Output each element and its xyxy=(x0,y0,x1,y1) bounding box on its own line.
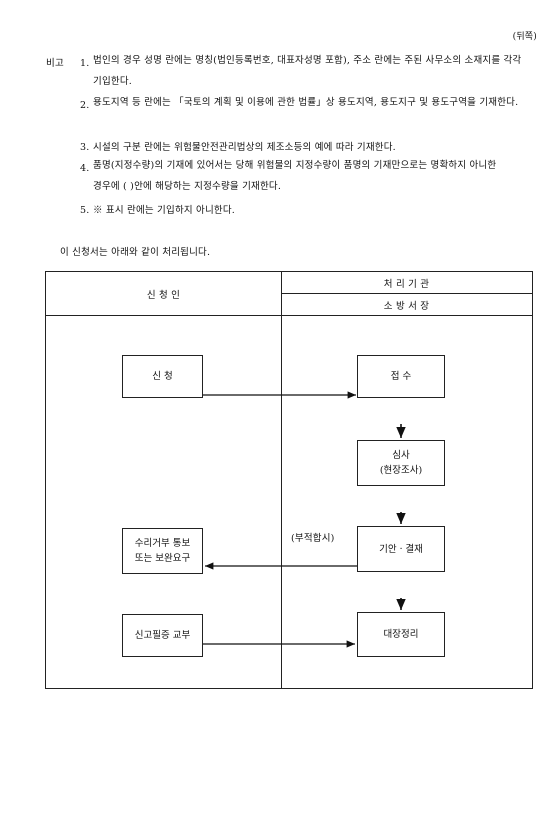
note-number: 1. xyxy=(80,58,90,69)
draft-approval-box: 기안ㆍ결재 xyxy=(357,526,445,572)
column-divider xyxy=(281,272,282,688)
receipt-box: 접 수 xyxy=(357,355,445,398)
agency-header-divider xyxy=(281,293,532,294)
intro-sentence: 이 신청서는 아래와 같이 처리됩니다. xyxy=(60,247,211,258)
applicant-column-header: 신 청 인 xyxy=(146,290,181,301)
note-number: 2. xyxy=(80,100,90,111)
page-side-label: (뒤쪽) xyxy=(512,32,537,42)
header-divider xyxy=(46,315,532,316)
review-label: 심사 xyxy=(392,450,410,461)
draft-approval-label: 기안ㆍ결재 xyxy=(379,543,423,555)
note-text: 시설의 구분 란에는 위험물안전관리법상의 제조소등의 예에 따라 기재한다. xyxy=(93,142,396,153)
certificate-issue-box: 신고필증 교부 xyxy=(122,614,203,657)
reject-notice-box: 수리거부 통보 또는 보완요구 xyxy=(122,528,203,574)
note-text: ※ 표시 란에는 기입하지 아니한다. xyxy=(93,205,236,216)
review-sublabel: (현장조사) xyxy=(379,465,423,476)
nonconforming-condition-label: (부적합시) xyxy=(291,533,335,544)
receipt-label: 접 수 xyxy=(390,371,412,382)
agency-subheader: 소 방 서 장 xyxy=(383,301,430,312)
ledger-label: 대장정리 xyxy=(383,629,419,640)
note-number: 4. xyxy=(80,163,90,174)
apply-box: 신 청 xyxy=(122,355,203,398)
reject-label-line1: 수리거부 통보 xyxy=(134,538,191,549)
apply-label: 신 청 xyxy=(152,371,173,382)
note-number: 5. xyxy=(80,205,90,216)
agency-column-header: 처 리 기 관 xyxy=(383,279,430,290)
process-flow-table: 신 청 인 처 리 기 관 소 방 서 장 xyxy=(45,271,533,689)
review-box: 심사 (현장조사) xyxy=(357,440,445,486)
reject-label-line2: 또는 보완요구 xyxy=(134,553,191,564)
note-text: 품명(지정수량)의 기재에 있어서는 당해 위험물의 지정수량이 품명의 기재만… xyxy=(93,160,497,192)
certificate-issue-label: 신고필증 교부 xyxy=(134,630,191,641)
note-text: 용도지역 등 란에는 「국토의 계획 및 이용에 관한 법률」상 용도지역, 용… xyxy=(93,97,519,108)
ledger-box: 대장정리 xyxy=(357,612,445,657)
note-text: 법인의 경우 성명 란에는 명칭(법인등록번호, 대표자성명 포함), 주소 란… xyxy=(93,55,522,87)
note-number: 3. xyxy=(80,142,90,153)
notes-heading: 비고 xyxy=(46,58,64,69)
